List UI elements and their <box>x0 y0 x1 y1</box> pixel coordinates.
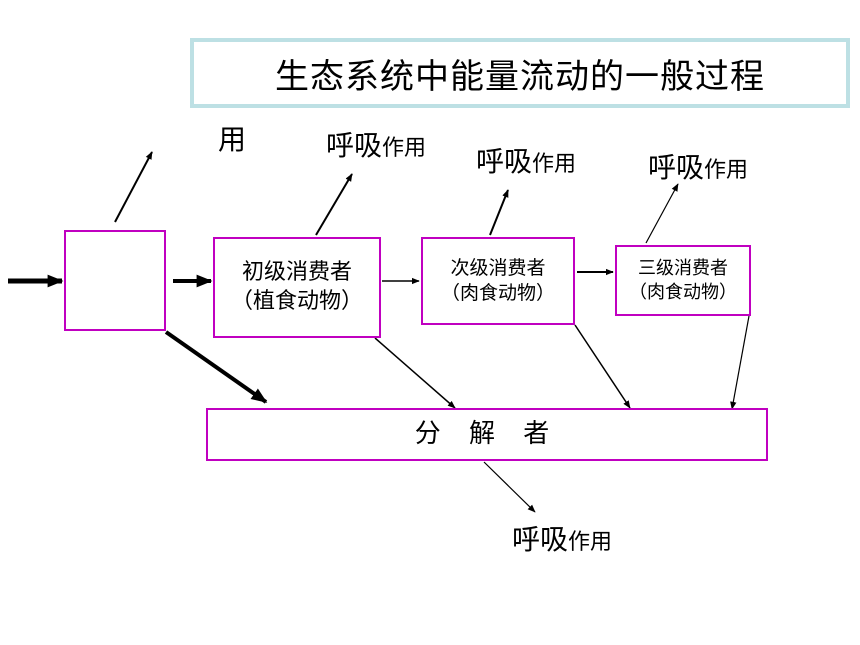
diagram-title: 生态系统中能量流动的一般过程 <box>190 38 850 108</box>
respiration-suffix: 作用 <box>704 158 749 183</box>
respiration-label-decomposer: 呼吸作用 <box>512 518 612 558</box>
respiration-label-tertiary: 呼吸作用 <box>648 146 748 186</box>
secondary-to-decomposer-arrow <box>574 324 631 409</box>
respiration-label-primary: 呼吸作用 <box>326 124 426 164</box>
tertiary-respiration-arrow <box>645 183 679 244</box>
secondary-consumer-type: （肉食动物） <box>440 282 555 304</box>
respiration-main: 呼吸 <box>326 129 383 162</box>
tertiary-consumer-name: 三级消费者 <box>638 258 728 280</box>
secondary-consumer-box: 次级消费者 （肉食动物） <box>421 237 575 325</box>
respiration-label-secondary: 呼吸作用 <box>476 140 576 180</box>
secondary-respiration-arrow <box>489 189 509 236</box>
primary-respiration-arrow <box>315 173 353 236</box>
respiration-suffix: 作用 <box>382 136 427 161</box>
primary-consumer-type: （植食动物） <box>230 288 363 314</box>
respiration-main: 呼吸 <box>476 145 533 178</box>
tertiary-to-decomposer-arrow <box>730 315 750 410</box>
primary-consumer-name: 初级消费者 <box>241 259 352 285</box>
decomposer-label: 分 解 者 <box>414 418 560 449</box>
tertiary-consumer-box: 三级消费者 （肉食动物） <box>615 245 751 316</box>
producer-box <box>64 230 166 331</box>
tertiary-consumer-type: （肉食动物） <box>629 281 737 303</box>
respiration-suffix: 作用 <box>568 530 613 555</box>
primary-consumer-box: 初级消费者 （植食动物） <box>213 237 381 338</box>
partial-respiration-label: 用 <box>218 123 247 156</box>
respiration-main: 呼吸 <box>512 523 569 556</box>
respiration-main: 呼吸 <box>648 151 705 184</box>
secondary-consumer-name: 次级消费者 <box>450 257 546 280</box>
decomposer-respiration-arrow <box>483 461 536 513</box>
decomposer-box: 分 解 者 <box>206 408 768 461</box>
producer-respiration-arrow <box>114 151 153 223</box>
respiration-suffix: 作用 <box>532 152 577 177</box>
producer-to-decomposer-arrow <box>164 330 268 404</box>
primary-to-decomposer-arrow <box>374 337 456 409</box>
